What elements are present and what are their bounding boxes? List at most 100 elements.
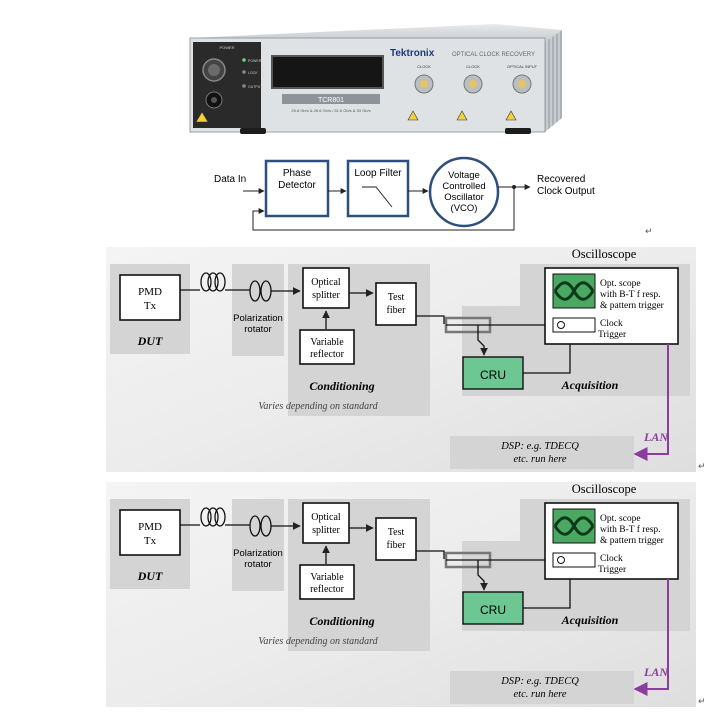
- return-mark: ↵: [698, 697, 706, 707]
- warning-icon: [407, 110, 419, 121]
- instrument-illustration: POWER POWER LOCK OUTPUT TCR801 25.8 Gb/s…: [189, 24, 562, 134]
- port-clock-1[interactable]: CLOCK: [414, 64, 434, 94]
- fiber-to-cru-arrow: [477, 560, 488, 591]
- oscilloscope-title: Oscilloscope: [572, 247, 637, 261]
- varies-label: Varies depending on standard: [258, 401, 378, 412]
- power-button-cap: [208, 64, 220, 76]
- variable-reflector-block: [299, 329, 355, 365]
- clock-trigger-line: [523, 334, 571, 374]
- warning-icon: [505, 110, 517, 121]
- acquisition-label: Acquisition: [561, 613, 619, 627]
- power-label: POWER: [219, 45, 234, 50]
- vco-label-4: (VCO): [451, 203, 478, 214]
- port-optical-input[interactable]: OPTICAL INPUT: [507, 64, 538, 94]
- vco-block: [428, 156, 500, 228]
- warning-icon: [456, 110, 468, 121]
- reflector-label-1: Variable: [310, 337, 344, 348]
- scope-label-2: with B-T f resp.: [600, 524, 661, 535]
- power-led: [242, 58, 246, 62]
- dsp-panel: [450, 436, 634, 469]
- reflector-label-2: reflector: [310, 349, 345, 360]
- polarization-rotator-icon: [249, 515, 261, 537]
- varies-label: Varies depending on standard: [258, 636, 378, 647]
- phase-detector-block: [264, 159, 330, 218]
- clock-trigger-label-1: Clock: [600, 554, 623, 564]
- lan-label: LAN: [643, 665, 669, 679]
- clock-trigger-input: [552, 317, 596, 333]
- power-panel: [193, 42, 261, 128]
- acquisition-label: Acquisition: [561, 378, 619, 392]
- loop-filter-block: [346, 159, 410, 218]
- splitter-label-2: splitter: [312, 525, 340, 536]
- clock-trigger-label-2: Trigger: [598, 565, 627, 575]
- clock-connector-1-pin: [420, 80, 428, 88]
- polarization-label-1: Polarization: [233, 548, 283, 559]
- vco-label-2: Controlled: [442, 181, 485, 192]
- dsp-label-2: etc. run here: [514, 454, 567, 465]
- return-mark: ↵: [698, 462, 706, 472]
- polarization-label-2: rotator: [244, 324, 271, 335]
- polarization-label-2: rotator: [244, 559, 271, 570]
- output-led: [242, 84, 246, 88]
- scope-label-3: & pattern trigger: [600, 536, 665, 546]
- clock-connector-2-pin: [469, 80, 477, 88]
- scope-label-3: & pattern trigger: [600, 301, 665, 311]
- lan-connection: [633, 344, 669, 461]
- splitter-label-1: Optical: [311, 277, 341, 288]
- eye-diagram-icon: [553, 281, 595, 301]
- test-fiber-label-1: Test: [388, 292, 405, 303]
- fiber-coil-icon: [214, 507, 226, 527]
- test-fiber-label-2: fiber: [387, 540, 407, 551]
- fiber-coil-icon: [200, 272, 212, 292]
- optical-connector-pin: [518, 80, 526, 88]
- test-fiber-label-2: fiber: [387, 305, 407, 316]
- test-setup-diagram-1: PMD Tx DUT Polarization rotator Optical …: [106, 247, 706, 472]
- product-line-label: OPTICAL CLOCK RECOVERY: [452, 52, 535, 58]
- filter-response-icon: [362, 186, 393, 208]
- conditioning-label: Conditioning: [309, 614, 374, 628]
- model-sub-label: 25.8 Gb/s & 26.6 Gb/s / 51.6 Gb/s & 53 G…: [291, 108, 370, 113]
- data-in-label: Data In: [214, 174, 246, 185]
- output-connector-pin: [211, 97, 217, 103]
- test-fiber-block: [375, 517, 417, 561]
- rotator-panel: [232, 499, 284, 591]
- pmd-tx-block: [119, 509, 181, 556]
- brand-logo: Tektronix: [390, 48, 435, 59]
- scope-label-1: Opt. scope: [600, 514, 641, 524]
- fiber-coil-icon: [200, 507, 212, 527]
- clock-trigger-label-2: Trigger: [598, 330, 627, 340]
- fiber-coil-icon: [207, 272, 219, 292]
- variable-reflector-block: [299, 564, 355, 600]
- dsp-panel: [450, 671, 634, 704]
- dut-label: DUT: [137, 569, 163, 583]
- led-label-power: POWER: [248, 59, 262, 63]
- lan-label: LAN: [643, 430, 669, 444]
- reflector-label-1: Variable: [310, 572, 344, 583]
- loop-filter-label: Loop Filter: [354, 168, 402, 179]
- model-plate: [282, 94, 380, 104]
- dsp-label-1: DSP: e.g. TDECQ: [500, 441, 579, 452]
- model-label: TCR801: [318, 97, 344, 104]
- eye-diagram-icon: [553, 516, 595, 536]
- conditioning-label: Conditioning: [309, 379, 374, 393]
- instrument-side-vent: [545, 30, 562, 132]
- phase-detector-label-2: Detector: [278, 180, 316, 191]
- polarization-rotator-icon: [249, 280, 261, 302]
- lock-led: [242, 70, 246, 74]
- vco-label-3: Oscillator: [444, 192, 484, 203]
- recovered-clock-label-1: Recovered: [537, 174, 585, 185]
- feedback-path: [252, 187, 515, 231]
- splitter-label-1: Optical: [311, 512, 341, 523]
- fiber-line: [416, 550, 445, 559]
- clock-trigger-input: [552, 552, 596, 568]
- port-clock-2[interactable]: CLOCK: [463, 64, 483, 94]
- clock-trigger-line: [523, 569, 571, 609]
- instrument-display: [271, 55, 384, 89]
- optical-splitter-block: [302, 502, 350, 544]
- dsp-label-1: DSP: e.g. TDECQ: [500, 676, 579, 687]
- phase-detector-label-1: Phase: [283, 168, 312, 179]
- dsp-label-2: etc. run here: [514, 689, 567, 700]
- fiber-coil-icon: [214, 272, 226, 292]
